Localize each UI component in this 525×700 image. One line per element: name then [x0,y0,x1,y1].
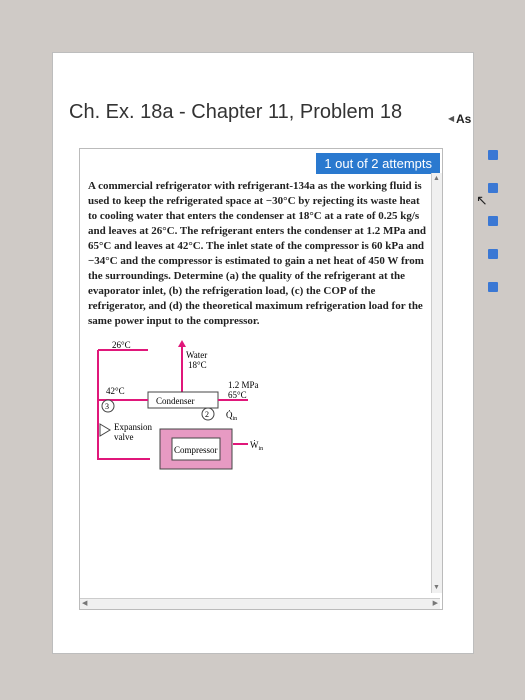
state-3-label: 3 [105,402,109,411]
w-in-label: Ẇin [250,440,263,452]
document-sheet: Ch. Ex. 18a - Chapter 11, Problem 18 1 o… [52,52,474,654]
state-3-circle [101,399,115,413]
scroll-down-icon[interactable]: ▼ [433,584,440,591]
side-panel-arrow-icon[interactable]: ◀ [448,114,455,123]
scroll-up-icon[interactable]: ▲ [433,175,440,182]
nav-square-2[interactable] [488,183,498,193]
nav-square-4[interactable] [488,249,498,259]
water-in-temp: 18°C [188,360,207,370]
page-title: Ch. Ex. 18a - Chapter 11, Problem 18 [69,101,403,123]
temp-65: 65°C [228,390,247,400]
scroll-right-icon[interactable]: ▶ [432,600,438,607]
state-2-circle [201,407,215,421]
q-in-label: Q̇in [226,410,237,422]
compressor-inner [171,437,221,461]
vertical-scrollbar[interactable]: ▲ ▼ [431,173,442,593]
water-arrow-icon [178,340,186,347]
refrigerant-pipe-left [97,350,150,460]
water-out-temp: 26°C [112,340,131,350]
valve-label: valve [114,432,134,442]
compressor-label: Compressor [174,445,218,455]
nav-square-5[interactable] [488,282,498,292]
problem-text: A commercial refrigerator with refrigera… [88,180,427,327]
state-2-label: 2 [205,410,209,419]
side-panel-label: As [456,112,472,126]
pressure-label: 1.2 MPa [228,380,259,390]
expansion-valve-icon [99,423,111,437]
horizontal-scrollbar[interactable]: ◀ ▶ [80,598,440,609]
attempts-badge: 1 out of 2 attempts [316,153,440,174]
condenser-label: Condenser [156,396,195,406]
scroll-left-icon[interactable]: ◀ [82,600,88,607]
expansion-label: Expansion [114,422,152,432]
water-label: Water [186,350,207,360]
refrigeration-cycle-diagram: 26°C Water 18°C 42°C 3 Condenser 2 1.2 M… [97,340,263,470]
nav-square-1[interactable] [488,150,498,160]
temp-42: 42°C [106,386,125,396]
problem-frame: 1 out of 2 attempts A commercial refrige… [79,148,443,610]
mouse-cursor-icon: ↖ [476,192,488,208]
nav-square-3[interactable] [488,216,498,226]
